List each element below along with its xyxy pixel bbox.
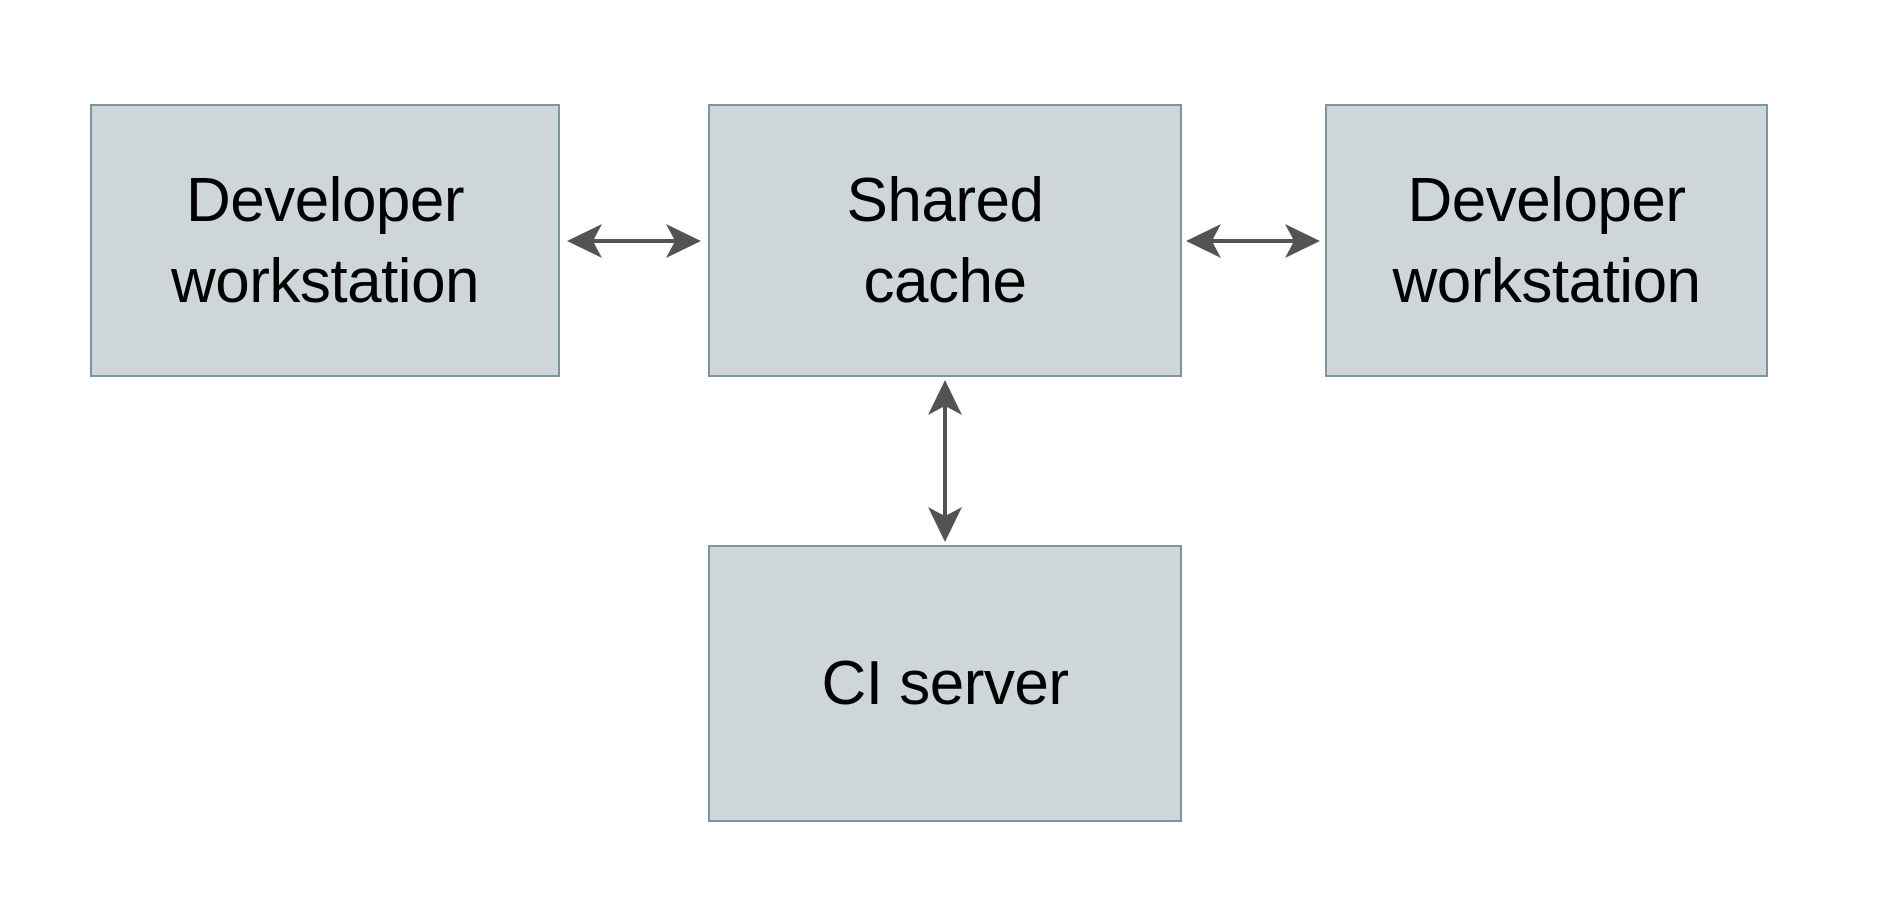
node-label: Developer workstation xyxy=(1392,165,1701,316)
double-arrow-icon xyxy=(928,380,962,542)
node-label: CI server xyxy=(821,649,1069,718)
node-shared-cache[interactable]: Shared cache xyxy=(708,104,1182,377)
connector-shared-cache-to-ci-server[interactable] xyxy=(922,375,968,547)
node-developer-workstation-right[interactable]: Developer workstation xyxy=(1325,104,1768,377)
connector-dev-left-to-shared-cache[interactable] xyxy=(558,218,710,264)
node-label: Developer workstation xyxy=(170,165,480,316)
double-arrow-icon xyxy=(1186,224,1320,258)
node-ci-server[interactable]: CI server xyxy=(708,545,1182,822)
connector-shared-cache-to-dev-right[interactable] xyxy=(1180,218,1327,264)
node-developer-workstation-left[interactable]: Developer workstation xyxy=(90,104,560,377)
double-arrow-icon xyxy=(567,224,701,258)
node-label: Shared cache xyxy=(846,165,1044,316)
